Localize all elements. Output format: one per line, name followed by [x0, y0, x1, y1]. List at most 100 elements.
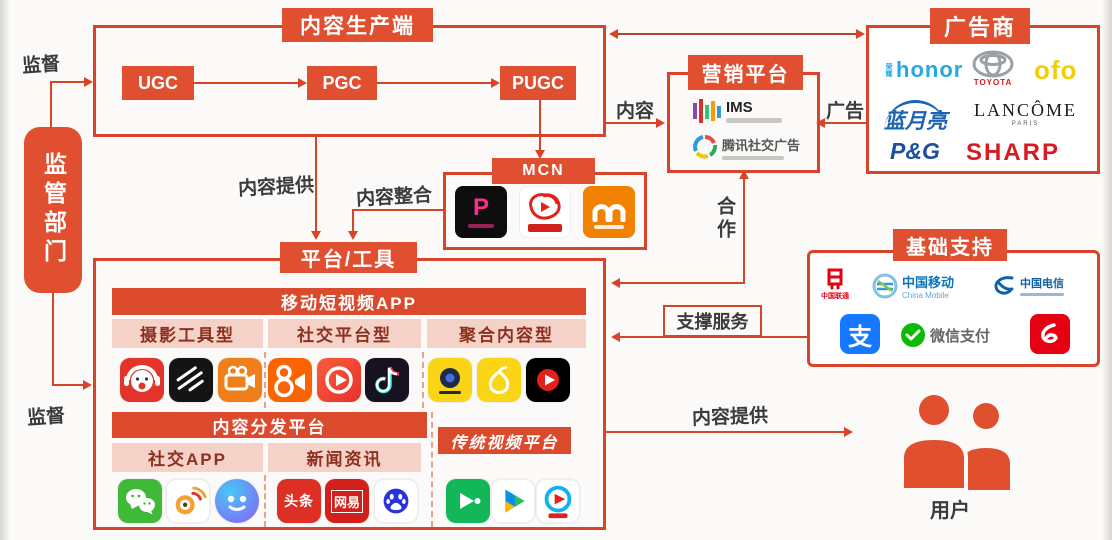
toyota-logo: TOYOTA [972, 50, 1014, 87]
separator-traditional [431, 412, 433, 527]
ofo-logo: ofo [1034, 55, 1077, 86]
arrowhead-ugc-pgc [298, 78, 307, 88]
category-aggregated-content-label: 聚合内容型 [459, 326, 554, 345]
wechat-pay-check-glyph [901, 323, 925, 347]
pg-wordmark: P&G [890, 138, 940, 164]
wechat-pay-logo: 微信支付 [900, 322, 990, 348]
bluemoon-logo: 蓝月亮 [884, 100, 947, 135]
momo-app-icon [215, 479, 259, 523]
bestpay-logo [1030, 314, 1070, 354]
category-social-app-label: 社交APP [148, 450, 227, 469]
support-title: 基础支持 [906, 236, 994, 259]
users-label: 用户 [930, 500, 970, 522]
platform-header: 平台/工具 [280, 242, 417, 273]
toyota-emblem-glyph [972, 50, 1014, 78]
arrowhead-cooperate-platform [611, 278, 620, 288]
tencent-social-ads-logo: 腾讯社交广告 [692, 134, 800, 160]
edge-platform-users [606, 431, 846, 433]
china-mobile-logo: 中国移动 China Mobile [872, 272, 954, 300]
wechat-pay-wordmark: 微信支付 [930, 327, 991, 345]
china-unicom-logo: 中国联通 [820, 267, 850, 301]
mobile-globe-glyph [872, 273, 898, 299]
separator-col1 [264, 352, 266, 408]
edge-pugc-mcn [539, 100, 541, 152]
separator-distribution [264, 475, 266, 527]
sharp-wordmark: SHARP [966, 139, 1061, 166]
ims-wordmark: IMS [726, 99, 753, 116]
arrowhead-supervise-bottom [83, 380, 92, 390]
arrowhead-ad [816, 118, 825, 128]
category-aggregated-content: 聚合内容型 [427, 319, 586, 348]
arrowhead-pugc-mcn [535, 150, 545, 159]
dapian-app-icon [169, 358, 213, 402]
baidu-app-icon [374, 479, 418, 523]
youku-app-icon [536, 479, 580, 523]
content-provide-label: 内容提供 [237, 175, 315, 200]
node-pgc-label: PGC [322, 72, 362, 93]
distribution-banner: 内容分发平台 [112, 412, 427, 438]
category-social-app: 社交APP [112, 443, 263, 472]
ims-bars-glyph [693, 99, 721, 123]
mobile-app-banner-label: 移动短视频APP [281, 294, 417, 313]
pg-logo: P&G [890, 138, 940, 165]
node-pgc: PGC [307, 66, 377, 100]
node-ugc: UGC [122, 66, 194, 100]
mcn-header: MCN [492, 158, 595, 184]
yellow-camera-app-icon [428, 358, 472, 402]
node-pugc-label: PUGC [511, 72, 564, 93]
papitube-p-glyph: P [472, 194, 489, 221]
platform-title: 平台/工具 [300, 249, 397, 271]
papitube-logo: P [455, 186, 507, 238]
alipay-logo: 支 [840, 314, 880, 354]
tencent-video-app-icon [491, 479, 535, 523]
traditional-banner: 传统视频平台 [438, 427, 571, 454]
ims-logo: IMS [692, 97, 782, 125]
ims-subtext-bar [726, 118, 782, 123]
category-camera-tools: 摄影工具型 [112, 319, 263, 348]
regulator-label: 监管部门 [40, 152, 67, 268]
edge-advertisers-production [618, 33, 858, 35]
double-m-subtext-bar [594, 224, 624, 229]
douyin-app-icon [365, 358, 409, 402]
kuaishou-app-icon [268, 358, 312, 402]
arrowhead-content [656, 118, 665, 128]
telecom-wordmark: 中国电信 [1020, 277, 1064, 290]
iqiyi-app-icon [446, 479, 490, 523]
support-service-label: 支撑服务 [676, 312, 749, 332]
arrowhead-to-production [609, 29, 618, 39]
arrowhead-pgc-pugc [491, 78, 500, 88]
arrowhead-cooperate-marketing [739, 170, 749, 179]
video-mcn-scribble [529, 193, 561, 220]
edge-supervise-bottom-v [52, 293, 54, 385]
edge-mcn-platform-v [352, 209, 354, 233]
arrowhead-platform-users [844, 427, 853, 437]
cooperate-label: 合作 [714, 196, 735, 242]
lancome-logo: LANCÔME PARIS [974, 100, 1077, 127]
china-telecom-logo: 中国电信 [992, 274, 1064, 296]
video-mcn-badge-bar [528, 224, 562, 232]
content-integrate-label: 内容整合 [355, 185, 433, 210]
arrowhead-supervise-top [84, 77, 93, 87]
double-m-glyph [592, 203, 626, 222]
honor-cn-glyph: 荣耀 [885, 63, 892, 77]
distribution-banner-label: 内容分发平台 [212, 417, 327, 437]
lancome-sub: PARIS [1011, 121, 1040, 127]
papitube-subtext-bar [468, 224, 494, 228]
edge-supervise-top-v [50, 82, 52, 128]
category-news-feed-label: 新闻资讯 [306, 450, 383, 469]
lancome-wordmark: LANCÔME [974, 100, 1077, 120]
mcn-title: MCN [522, 162, 565, 179]
tencent-ring-glyph [693, 135, 718, 159]
ad-label: 广告 [826, 101, 865, 122]
traditional-banner-label: 传统视频平台 [450, 434, 559, 452]
category-social-platform-label: 社交平台型 [297, 326, 392, 345]
node-pugc: PUGC [500, 66, 576, 100]
edge-cooperate-v [743, 177, 745, 284]
supervise-bottom-label: 监督 [26, 405, 66, 430]
weibo-app-icon [166, 479, 210, 523]
toutiao-glyph: 头条 [284, 493, 314, 509]
red-play-app-icon [526, 358, 570, 402]
unicom-wordmark: 中国联通 [821, 293, 849, 300]
separator-col2 [422, 352, 424, 408]
bluemoon-wordmark: 蓝月亮 [884, 100, 947, 135]
